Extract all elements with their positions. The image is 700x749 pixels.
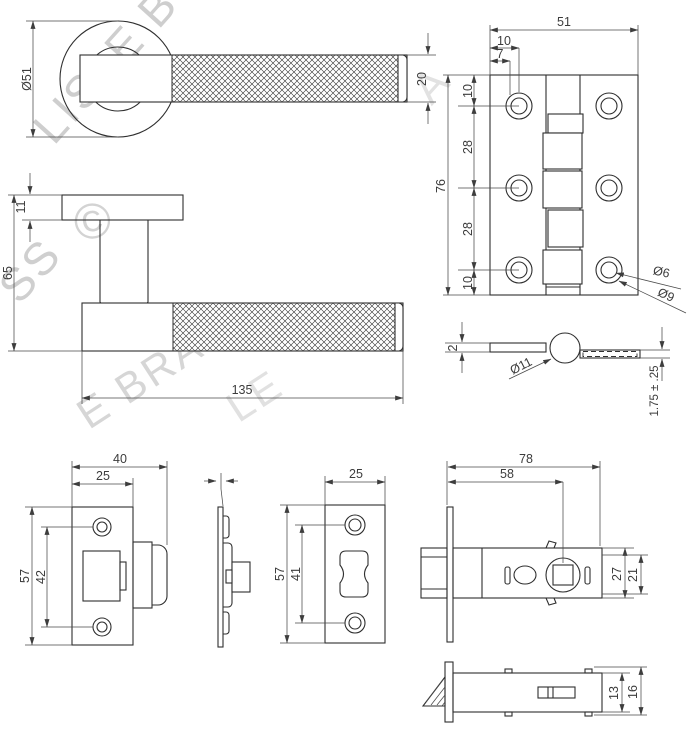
knurled-grip-pattern [171,54,399,103]
dim-faceplate-width: 25 [349,467,363,481]
dim-screw-hole-dia: Ø6 [652,263,671,280]
hinge-knuckle-barrel [549,332,581,364]
dim-hinge-height: 76 [434,179,448,193]
dim-projection: 65 [1,266,15,280]
dim-hole-inset: 10 [497,34,511,48]
hinge-front-view [489,74,639,296]
tubular-latch-side-view [420,506,603,643]
dim-countersink-dia: Ø9 [656,285,677,305]
lever-front-dimensions: Ø51 20 [20,20,436,138]
spindle-cutout [339,550,369,598]
dim-latch-bolt-height: 21 [626,568,640,582]
dim-lower-pitch: 28 [461,222,475,236]
latch-side-dimensions: 78 58 27 21 [446,452,648,599]
latch-keep-side-view [204,473,251,648]
faceplate-dimensions: 25 57 41 [273,467,386,644]
tubular-latch-bottom-view [421,661,603,723]
dim-latch-overall-depth: 16 [626,685,640,699]
spindle-square-hole [552,564,574,586]
dim-keep-hole-pitch: 42 [34,570,48,584]
dim-lever-length: 135 [232,383,253,397]
dim-latch-length: 78 [519,452,533,466]
latch-bottom-dimensions: 13 16 [594,666,647,716]
dim-faceplate-hole-pitch: 41 [289,567,303,581]
latch-bolt [420,547,448,599]
faceplate-front-view [324,504,386,644]
latch-body [452,547,603,599]
dim-latch-body-height: 27 [610,567,624,581]
dim-upper-pitch: 28 [461,140,475,154]
dim-latch-backset: 58 [500,467,514,481]
dim-lever-thickness: 20 [415,72,429,86]
lever-handle-front-view [59,20,408,138]
dim-faceplate-height: 57 [273,567,287,581]
lever-side-dimensions: 11 65 135 [1,173,404,404]
knurled-grip-pattern [172,302,396,352]
latch-keep-front-view [71,506,168,646]
dim-pin-offset: 7 [497,47,504,61]
lever-handle-side-view [61,194,404,352]
dim-keep-overall-width: 40 [113,452,127,466]
dim-top-margin: 10 [461,84,475,98]
hinge-front-dimensions: 51 10 7 10 28 28 10 76 Ø6 Ø9 [434,15,687,314]
spindle-hub [545,557,581,593]
dim-leaf-gap: 1.75 ± .25 [649,365,661,416]
dim-hinge-width: 51 [557,15,571,29]
latch-keep-dimensions: 40 25 57 42 [18,452,168,646]
dim-latch-body-depth: 13 [607,686,621,700]
dim-keep-plate-width: 25 [96,469,110,483]
dim-knuckle-dia: Ø11 [508,355,535,378]
hinge-side-view [489,332,641,364]
dim-leaf-thickness: 2 [446,344,460,351]
dim-bottom-margin: 10 [461,276,475,290]
dim-keep-height: 57 [18,569,32,583]
hidden-leaf-outline [582,351,638,357]
dim-rose-diameter: Ø51 [20,67,34,91]
dim-rose-thickness: 11 [14,200,28,213]
